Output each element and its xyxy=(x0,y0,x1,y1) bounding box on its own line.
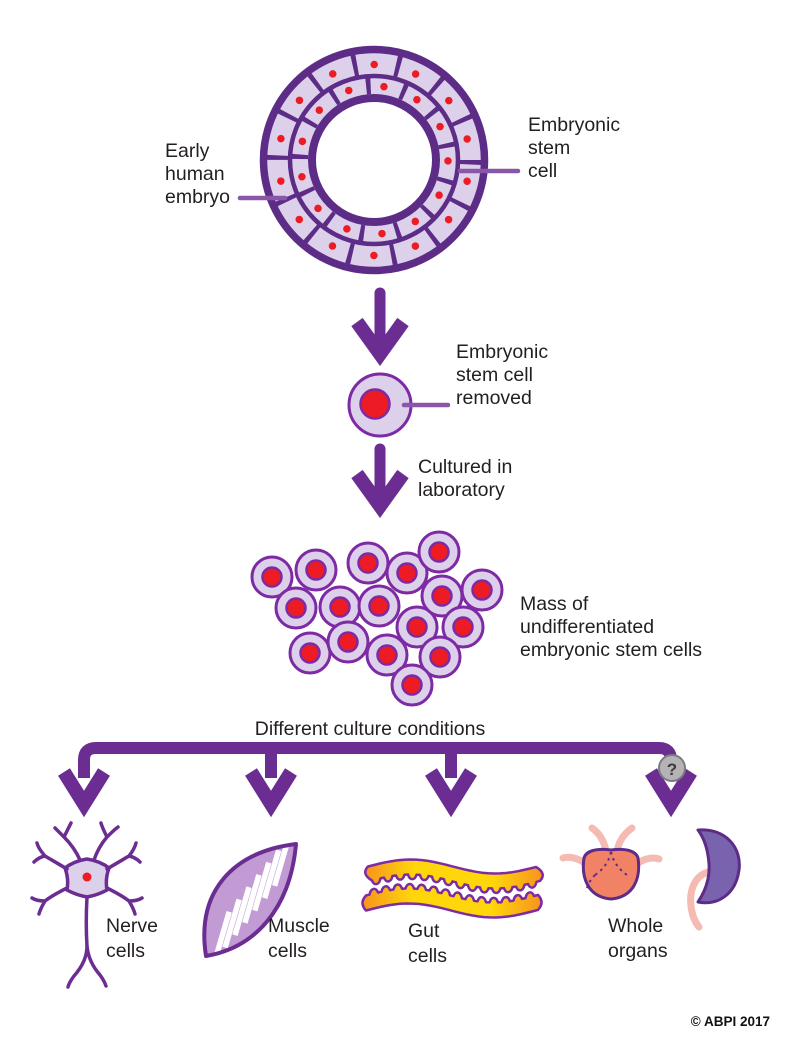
embryo-label: Early human embryo xyxy=(165,140,231,208)
down-arrow-icon xyxy=(351,443,409,518)
cultured-label: Cultured in laboratory xyxy=(418,456,513,501)
kidney-organ-icon xyxy=(687,828,741,931)
down-arrow-icon xyxy=(351,287,409,366)
outcome-label-gut: Gut cells xyxy=(408,920,448,967)
question-badge: ? xyxy=(658,754,686,782)
whole-organs-icon xyxy=(559,824,741,931)
conditions-label: Different culture conditions xyxy=(254,718,486,740)
mass-label: Mass of undifferentiated embryonic stem … xyxy=(520,593,703,661)
embryo-ring-icon xyxy=(259,45,489,275)
gut-cells-icon xyxy=(361,858,544,919)
heart-organ-icon xyxy=(559,824,663,901)
nerve-cell-icon xyxy=(30,821,144,989)
stem-cell-icon xyxy=(347,372,413,438)
removed-label: Embryonic stem cell removed xyxy=(456,341,549,409)
outcome-label-nerve: Nerve cells xyxy=(106,915,159,962)
stem-cell-label: Embryonic stem cell xyxy=(528,114,621,182)
outcome-label-organs: Whole organs xyxy=(608,915,668,962)
cell-mass-icon xyxy=(250,530,504,707)
branch-connector xyxy=(58,742,697,818)
copyright: © ABPI 2017 xyxy=(690,1014,770,1029)
outcome-label-muscle: Muscle cells xyxy=(268,915,330,962)
question-mark-label: ? xyxy=(667,760,677,779)
muscle-cell-icon xyxy=(202,842,298,958)
